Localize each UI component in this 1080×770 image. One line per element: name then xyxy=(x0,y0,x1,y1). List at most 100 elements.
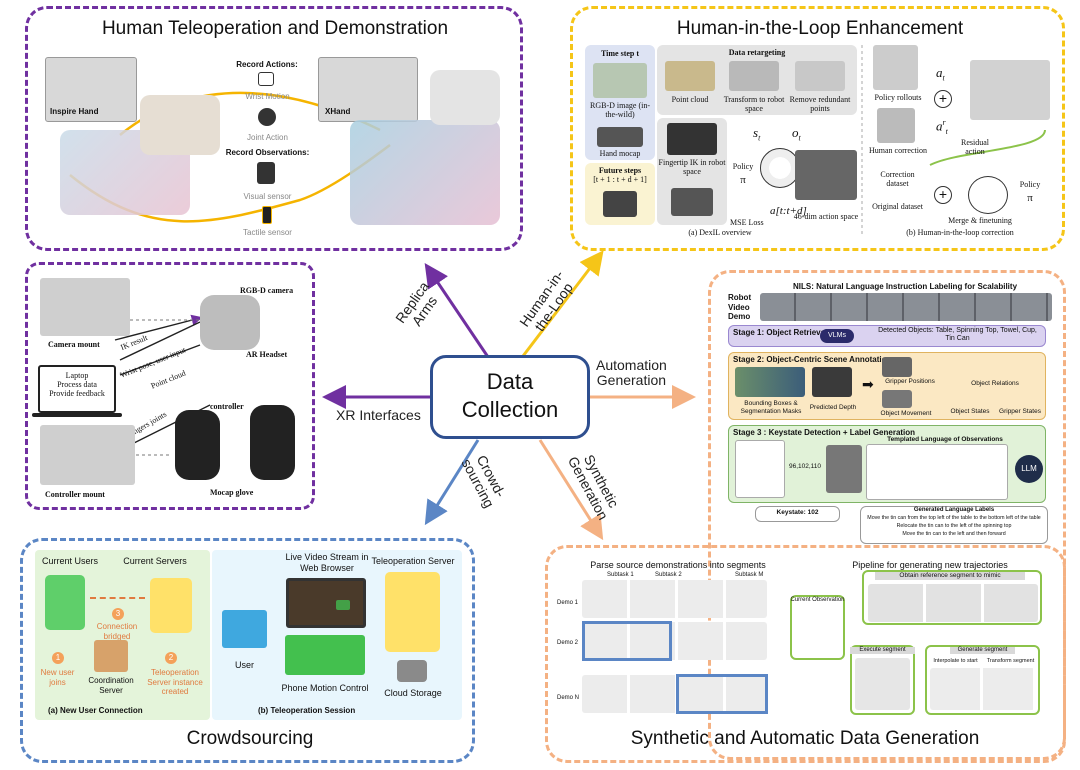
replica-arm-middle xyxy=(140,95,220,155)
synth-title: Synthetic and Automatic Data Generation xyxy=(630,728,980,749)
center-label-line1: Data xyxy=(486,369,534,394)
user-label: User xyxy=(234,660,254,670)
rollout-robot-image xyxy=(873,45,918,90)
current-obs-label: Current Observation xyxy=(790,597,845,603)
pointcloud-label: Point cloud xyxy=(671,95,709,104)
camera-sensor-icon xyxy=(257,162,275,184)
automation-line2: Generation xyxy=(596,371,667,388)
timestep-label: Time step t xyxy=(600,49,640,58)
remove-label: Remove redundant points xyxy=(789,95,851,114)
controller-mount-label: Controller mount xyxy=(45,490,105,499)
llm-badge: LLM xyxy=(1015,455,1043,483)
demon-label: Demo N xyxy=(557,695,580,701)
hitl-correction-caption: (b) Human-in-the-loop correction xyxy=(906,228,1014,237)
st-symbol: st xyxy=(753,125,761,143)
generate-frames xyxy=(930,668,1035,710)
bbox-label: Bounding Boxes & Segmentation Masks xyxy=(740,400,802,415)
phone-motion-image xyxy=(285,635,365,675)
laptop-line1: Laptop xyxy=(65,371,89,380)
automation-label: Automation Generation xyxy=(596,358,667,387)
laptop-line2: Process data xyxy=(57,380,97,390)
wrist-motion-label: Wrist Motion xyxy=(245,92,290,101)
future-box: Future steps [t + 1 : t + d + 1] xyxy=(585,163,655,225)
xr-panel xyxy=(25,262,315,510)
transform-thumb xyxy=(729,61,779,91)
subtask2-label: Subtask 2 xyxy=(655,572,682,578)
future-label: Future steps xyxy=(598,166,642,175)
hitl-title: Human-in-the-Loop Enhancement xyxy=(676,18,964,39)
plus-circle-icon: + xyxy=(934,90,952,108)
synth-panel xyxy=(545,545,1066,763)
pointcloud-thumb xyxy=(665,61,715,91)
xhand-label: XHand xyxy=(325,107,351,117)
replica-arm-right xyxy=(350,120,500,225)
record-obs-label: Record Observations: xyxy=(225,148,310,157)
laptop-box: Laptop Process data Provide feedback xyxy=(38,365,116,413)
crowd-cap-a: (a) New User Connection xyxy=(48,706,143,715)
coord-server-label: Coordination Server xyxy=(88,676,134,695)
hitl-panel xyxy=(570,6,1065,251)
bbox-thumb xyxy=(735,367,805,397)
transform-seg-label: Transform segment xyxy=(986,658,1035,664)
subtaskm-label: Subtask M xyxy=(735,572,764,578)
bridge-arrow xyxy=(90,597,145,599)
obtain-label: Obtain reference segment to mimic xyxy=(875,572,1025,580)
crowd-cap-b: (b) Teleoperation Session xyxy=(258,706,356,715)
cloud-storage-icon xyxy=(397,660,427,682)
generate-label: Generate segment xyxy=(950,647,1015,655)
retarget-label: Data retargeting xyxy=(728,48,786,57)
demon-frames xyxy=(582,675,767,713)
teleop-server-image xyxy=(385,572,440,652)
hand-mocap-label: Hand mocap xyxy=(599,149,641,158)
badge-1-text: 1 xyxy=(55,653,61,662)
gripper-positions-label: Gripper Positions xyxy=(885,378,935,385)
laptop-line3: Provide feedback xyxy=(49,389,105,399)
pipeline-label: Pipeline for generating new trajectories xyxy=(852,560,1008,570)
object-movement-label: Object Movement xyxy=(880,410,932,417)
reference-frames xyxy=(868,584,1038,622)
servers-stack xyxy=(150,578,192,633)
rgbd-image-label: RGB-D image (in-the-wild) xyxy=(590,101,650,120)
fingertip-thumb2 xyxy=(671,188,713,216)
users-stack xyxy=(45,575,85,630)
correction-dataset-label: Correction dataset xyxy=(880,170,915,189)
stage1-box xyxy=(728,325,1046,347)
at-symbol-1: at xyxy=(936,65,945,83)
inst-created-label: Teleoperation Server instance created xyxy=(147,668,203,697)
automatic-panel xyxy=(708,270,1066,760)
demon-highlight xyxy=(676,674,768,714)
center-label-line2: Collection xyxy=(461,397,559,422)
rgbd-thumb xyxy=(593,63,647,98)
data-collection-box[interactable]: Data Collection xyxy=(430,355,590,439)
camera-mount-image xyxy=(40,278,130,336)
depth-label: Predicted Depth xyxy=(809,404,857,411)
future-range-label: [t + 1 : t + d + 1] xyxy=(593,175,647,185)
at-text-1: a xyxy=(936,65,943,80)
gen-labels-box xyxy=(860,506,1048,544)
stage3-label: Stage 3 : Keystate Detection + Label Gen… xyxy=(733,428,916,437)
user-avatar-image xyxy=(222,610,267,648)
policy2-label: Policy xyxy=(1019,180,1041,189)
badge-2: 2 xyxy=(165,652,177,664)
new-user-label: New user joins xyxy=(40,668,75,687)
future-thumb xyxy=(603,191,637,217)
xr-label: XR Interfaces xyxy=(336,407,421,423)
policy-label: Policy xyxy=(732,162,754,171)
human-correction-label: Human correction xyxy=(869,146,927,155)
automation-line1: Automation xyxy=(596,357,667,373)
keystate-label: Keystate: 102 xyxy=(776,509,819,516)
nils-title: NILS: Natural Language Instruction Label… xyxy=(792,282,1018,291)
inspire-hand-label: Inspire Hand xyxy=(50,107,99,117)
fingertip-thumb xyxy=(667,123,717,155)
stage2-arrow: ➡ xyxy=(862,376,874,392)
action-space-label: 46-dim action space xyxy=(793,212,859,221)
teleop-panel xyxy=(25,6,523,251)
demo2-frames xyxy=(582,622,767,660)
keystates-value: 96,102,110 xyxy=(788,463,822,470)
demo1-frames xyxy=(582,580,767,618)
tactile-sensor-label: Tactile sensor xyxy=(243,228,292,237)
joint-sensor-icon xyxy=(258,108,276,126)
keystate-box xyxy=(755,506,840,522)
plus-circle-icon-2: + xyxy=(934,186,952,204)
llm-text: LLM xyxy=(1021,464,1037,473)
